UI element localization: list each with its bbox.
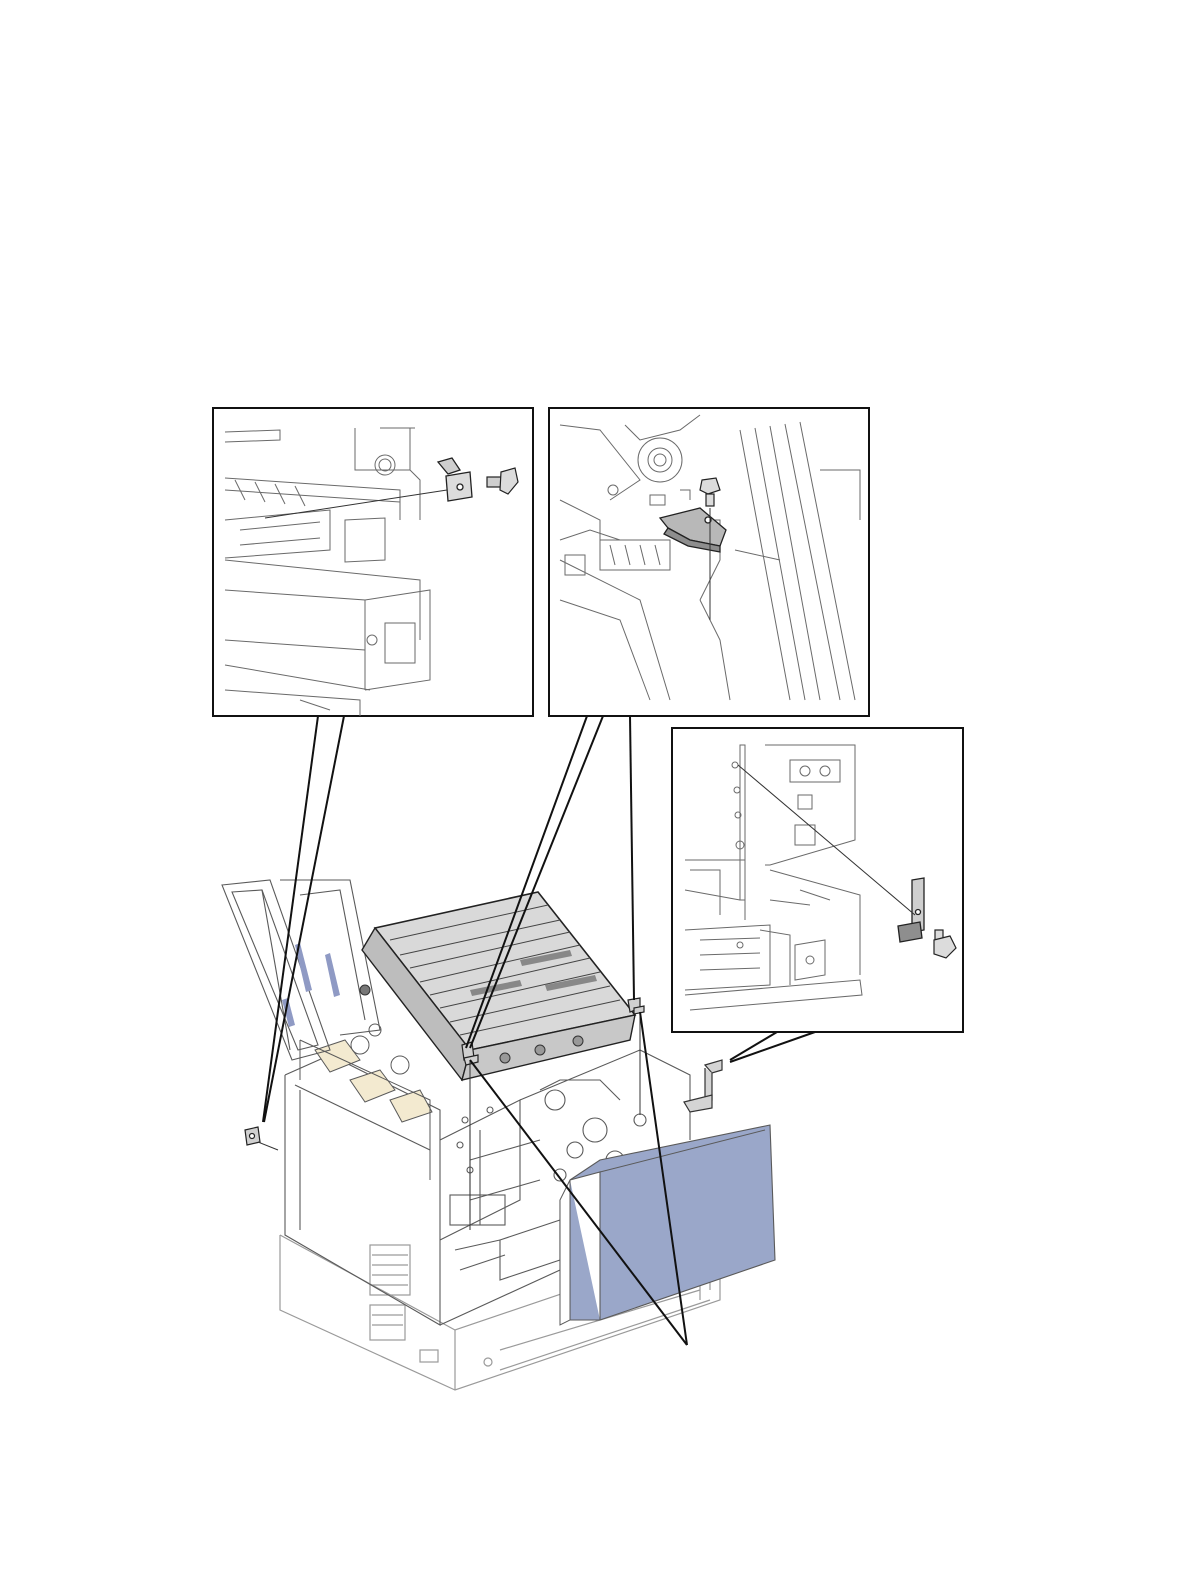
inset-left-bracket — [213, 408, 533, 716]
top-assembly — [360, 892, 635, 1080]
toner-slots — [315, 1040, 432, 1122]
inset-center-bracket — [549, 408, 869, 716]
left-small-bracket — [245, 1127, 260, 1145]
assembly-bracket-rear — [628, 998, 644, 1014]
front-cover — [560, 1125, 775, 1325]
inset-right-bracket — [672, 728, 963, 1032]
